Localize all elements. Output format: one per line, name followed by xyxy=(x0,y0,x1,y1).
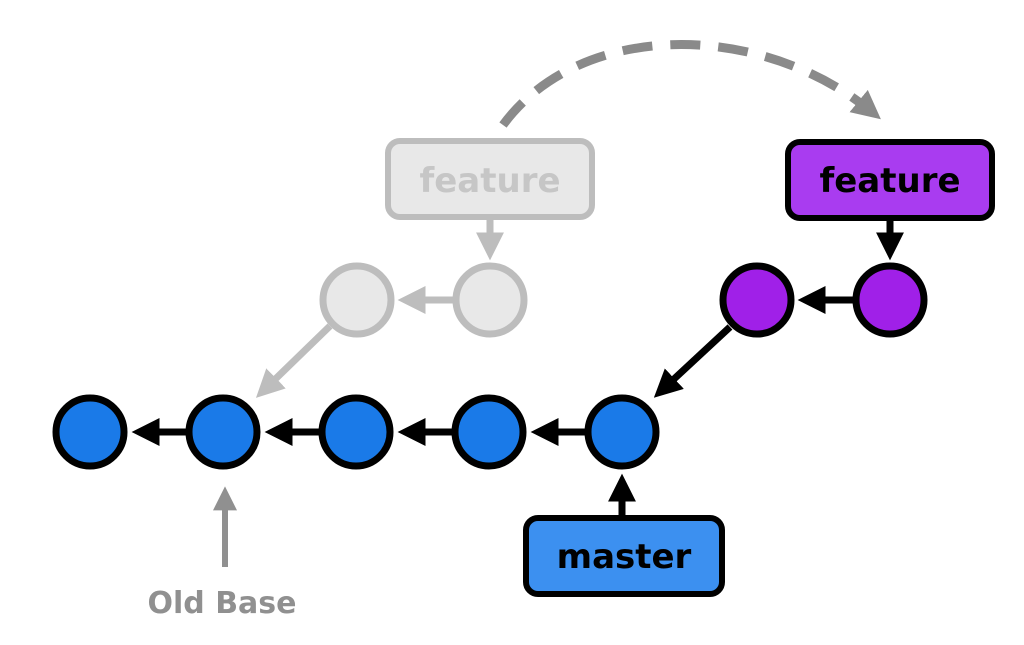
rebase-move-arrow xyxy=(499,40,881,128)
master-branch: master xyxy=(52,394,725,597)
feature-commit[interactable] xyxy=(852,262,928,338)
old-base-annotation: Old Base xyxy=(147,486,297,621)
old-feature-label-box xyxy=(385,138,595,220)
old-feature-commit xyxy=(452,262,528,338)
master-commit[interactable] xyxy=(451,394,527,470)
old-base-label: Old Base xyxy=(147,586,296,621)
old-branch-base-link xyxy=(255,323,333,398)
new-feature-branch: feature xyxy=(653,139,995,398)
feature-label: feature xyxy=(819,161,960,201)
feature-label-box[interactable] xyxy=(785,139,995,221)
master-label-box[interactable] xyxy=(523,515,725,597)
feature-base-link xyxy=(653,324,733,398)
old-feature-branch: feature xyxy=(255,138,595,398)
master-commit[interactable] xyxy=(52,394,128,470)
master-commit-old-base[interactable] xyxy=(185,394,261,470)
old-feature-label: feature xyxy=(419,161,560,201)
master-commit-head[interactable] xyxy=(584,394,660,470)
master-commit[interactable] xyxy=(318,394,394,470)
old-feature-commit xyxy=(319,262,395,338)
feature-commit[interactable] xyxy=(719,262,795,338)
master-label: master xyxy=(557,537,692,577)
